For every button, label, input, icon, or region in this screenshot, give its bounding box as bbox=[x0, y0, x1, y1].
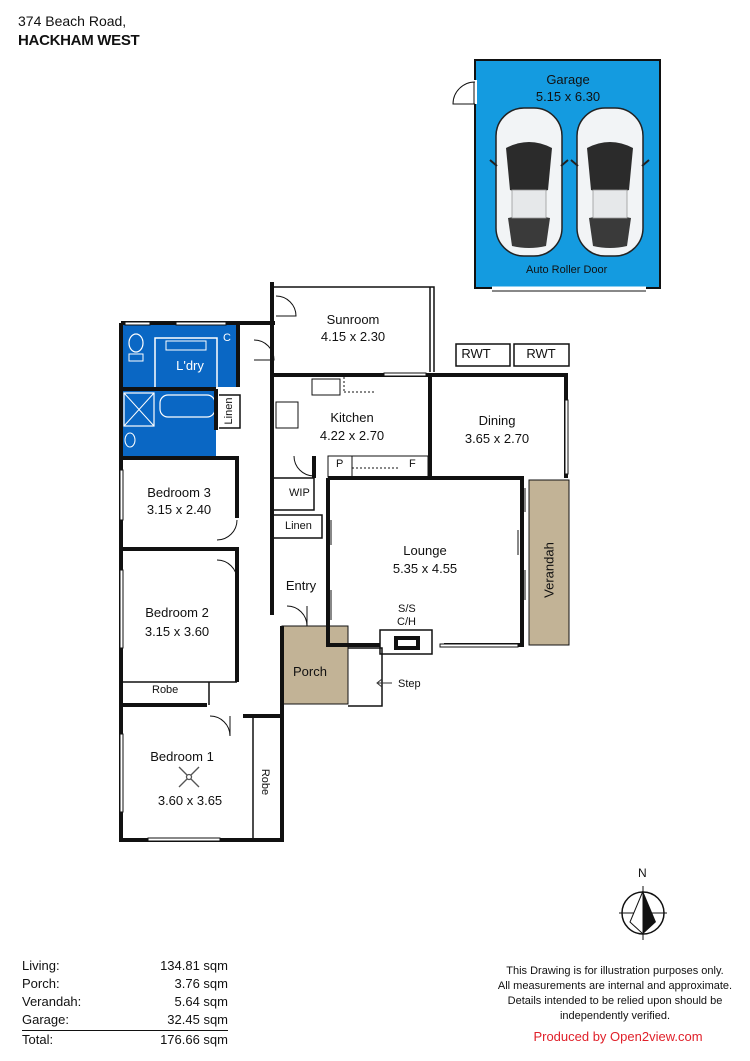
area-value: 3.76 sqm bbox=[174, 976, 228, 991]
suburb-title: HACKHAM WEST bbox=[18, 32, 140, 49]
area-row: Living: 134.81 sqm bbox=[22, 957, 228, 975]
thin-walls bbox=[121, 286, 435, 838]
address-line: 374 Beach Road, bbox=[18, 13, 127, 29]
linen-vertical-label: Linen bbox=[223, 397, 235, 425]
step-arrow-icon bbox=[376, 678, 392, 688]
ceiling-fan-icon bbox=[178, 766, 200, 788]
sunroom-name: Sunroom bbox=[326, 312, 380, 327]
verandah-name: Verandah bbox=[541, 542, 557, 598]
area-label: Porch: bbox=[22, 976, 60, 991]
sunroom-size: 4.15 x 2.30 bbox=[320, 329, 386, 344]
area-value: 134.81 sqm bbox=[160, 958, 228, 973]
fridge-label: F bbox=[409, 458, 416, 470]
bedroom2-name: Bedroom 2 bbox=[145, 605, 209, 620]
bedroom3-name: Bedroom 3 bbox=[147, 485, 211, 500]
wip-label: WIP bbox=[289, 487, 310, 499]
disclaimer-line: This Drawing is for illustration purpose… bbox=[506, 965, 724, 977]
area-row: Verandah: 5.64 sqm bbox=[22, 993, 228, 1011]
robe-bed1-label: Robe bbox=[259, 768, 271, 796]
dining-name: Dining bbox=[478, 413, 516, 428]
rwt-tanks bbox=[455, 343, 570, 367]
bedroom2-size: 3.15 x 3.60 bbox=[144, 624, 210, 639]
credit-line: Produced by Open2view.com bbox=[486, 1029, 750, 1044]
disclaimer-line: independently verified. bbox=[559, 1010, 671, 1022]
kitchen-name: Kitchen bbox=[330, 410, 374, 425]
bedroom3-size: 3.15 x 2.40 bbox=[146, 502, 212, 517]
area-value: 5.64 sqm bbox=[174, 994, 228, 1009]
disclaimer: This Drawing is for illustration purpose… bbox=[486, 964, 744, 1024]
rwt-left-label: RWT bbox=[461, 346, 491, 361]
windows bbox=[119, 321, 569, 842]
garage-name: Garage bbox=[546, 72, 590, 87]
car-icon bbox=[489, 107, 569, 257]
credit-prefix: Produced by bbox=[533, 1029, 611, 1044]
linen-horizontal-label: Linen bbox=[285, 520, 312, 532]
area-value: 32.45 sqm bbox=[167, 1012, 228, 1027]
bedroom1-name: Bedroom 1 bbox=[150, 749, 214, 764]
dining-size: 3.65 x 2.70 bbox=[464, 431, 530, 446]
lounge-size: 5.35 x 4.55 bbox=[392, 561, 458, 576]
garage-size: 5.15 x 6.30 bbox=[535, 89, 601, 104]
robe-bed2-label: Robe bbox=[152, 684, 179, 696]
north-label: N bbox=[638, 866, 647, 880]
toilet-c-label: C bbox=[223, 332, 231, 344]
disclaimer-line: Details intended to be relied upon shoul… bbox=[507, 995, 723, 1007]
rwt-right-label: RWT bbox=[526, 346, 556, 361]
wet-areas bbox=[121, 325, 238, 458]
entry-label: Entry bbox=[285, 578, 317, 593]
area-value: 176.66 sqm bbox=[160, 1032, 228, 1047]
area-label: Total: bbox=[22, 1032, 54, 1047]
kitchen-size: 4.22 x 2.70 bbox=[319, 428, 385, 443]
bedroom1-size: 3.60 x 3.65 bbox=[157, 793, 223, 808]
credit-brand[interactable]: Open2view.com bbox=[610, 1029, 703, 1044]
laundry-name: L'dry bbox=[176, 358, 204, 373]
area-total-row: Total: 176.66 sqm bbox=[22, 1030, 228, 1049]
porch-area bbox=[281, 625, 349, 705]
area-label: Garage: bbox=[22, 1012, 69, 1027]
pantry-label: P bbox=[336, 458, 344, 470]
heater-label-1: S/S bbox=[398, 603, 416, 615]
step-label: Step bbox=[398, 678, 421, 690]
area-label: Living: bbox=[22, 958, 60, 973]
compass-icon bbox=[619, 886, 667, 940]
verandah-area bbox=[528, 479, 570, 646]
area-row: Porch: 3.76 sqm bbox=[22, 975, 228, 993]
area-row: Garage: 32.45 sqm bbox=[22, 1011, 228, 1029]
porch-name: Porch bbox=[293, 664, 327, 679]
disclaimer-line: All measurements are internal and approx… bbox=[497, 980, 733, 992]
garage-door-label: Auto Roller Door bbox=[526, 264, 608, 276]
area-label: Verandah: bbox=[22, 994, 82, 1009]
car-icon bbox=[570, 107, 650, 257]
heater-label-2: C/H bbox=[397, 616, 416, 628]
area-summary: Living: 134.81 sqm Porch: 3.76 sqm Veran… bbox=[22, 957, 228, 1049]
door-swings bbox=[209, 295, 526, 737]
lounge-name: Lounge bbox=[403, 543, 447, 558]
